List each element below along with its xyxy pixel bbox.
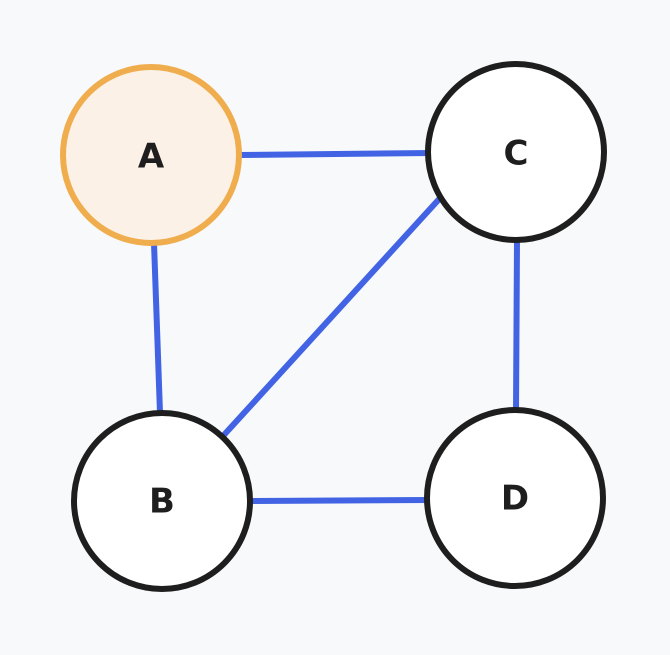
edge-a-b	[151, 240, 163, 416]
node-d[interactable]: D	[424, 407, 606, 589]
node-c[interactable]: C	[425, 61, 607, 243]
edge-b-d	[249, 497, 431, 504]
node-c-circle	[425, 61, 607, 243]
edge-b-c	[220, 194, 444, 439]
node-b-circle	[71, 410, 253, 592]
node-b[interactable]: B	[71, 410, 253, 592]
node-d-circle	[424, 407, 606, 589]
edge-a-c	[235, 150, 435, 158]
node-a-label: A	[138, 137, 165, 177]
node-d-label: D	[501, 479, 529, 519]
node-b-label: B	[149, 482, 175, 522]
node-a-circle	[60, 64, 242, 246]
node-a[interactable]: A	[60, 64, 242, 246]
node-c-label: C	[504, 134, 529, 174]
edges-layer	[151, 150, 520, 504]
edge-c-d	[513, 237, 520, 415]
